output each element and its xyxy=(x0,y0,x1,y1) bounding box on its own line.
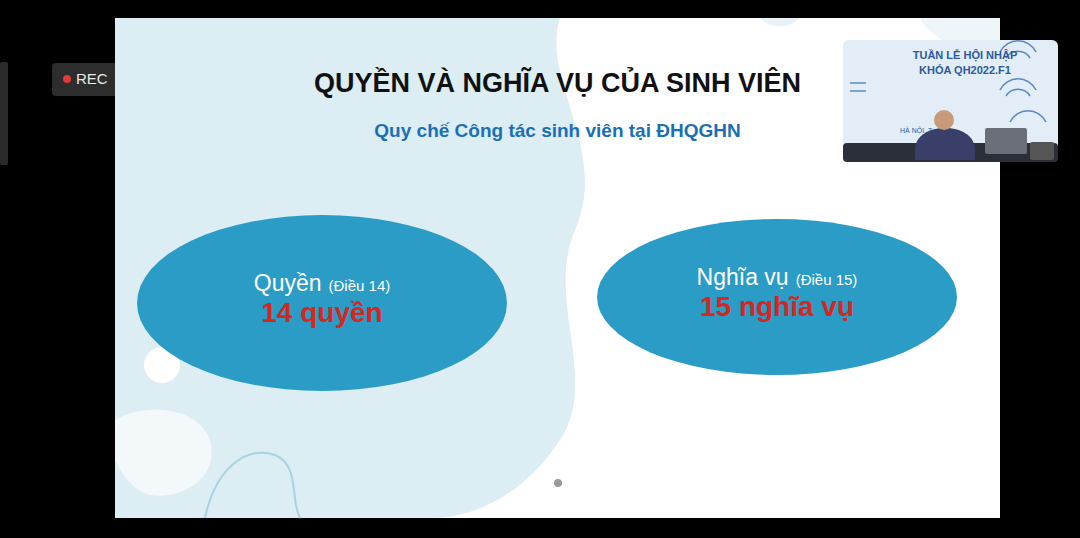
webcam-banner: KHÓA QH2022.F1 xyxy=(880,64,1050,76)
count-text: 14 quyền xyxy=(261,297,382,328)
article-reference: (Điều 15) xyxy=(796,271,858,288)
info-ellipse: Quyền (Điều 14) 14 quyền xyxy=(137,215,507,391)
slide-title: QUYỀN VÀ NGHĨA VỤ CỦA SINH VIÊN xyxy=(115,68,1000,99)
ellipse-heading: Quyền xyxy=(254,270,322,296)
info-ellipse: Nghĩa vụ (Điều 15) 15 nghĩa vụ xyxy=(597,219,957,375)
ellipse-heading: Nghĩa vụ xyxy=(697,264,789,290)
article-reference: (Điều 14) xyxy=(329,277,391,294)
heading-line: Nghĩa vụ (Điều 15) xyxy=(697,264,858,291)
count-line: 15 nghĩa vụ xyxy=(700,291,854,323)
webcam-banner: TUẦN LỄ HỘI NHẬP xyxy=(880,49,1050,61)
count-text: 15 nghĩa vụ xyxy=(700,291,854,322)
heading-line: Quyền (Điều 14) xyxy=(254,270,390,297)
webcam-location: HÀ NỘI, T xyxy=(900,127,932,134)
slide-subtitle: Quy chế Công tác sinh viên tại ĐHQGHN xyxy=(115,120,1000,142)
rec-indicator: REC xyxy=(76,70,108,87)
count-line: 14 quyền xyxy=(261,297,382,329)
